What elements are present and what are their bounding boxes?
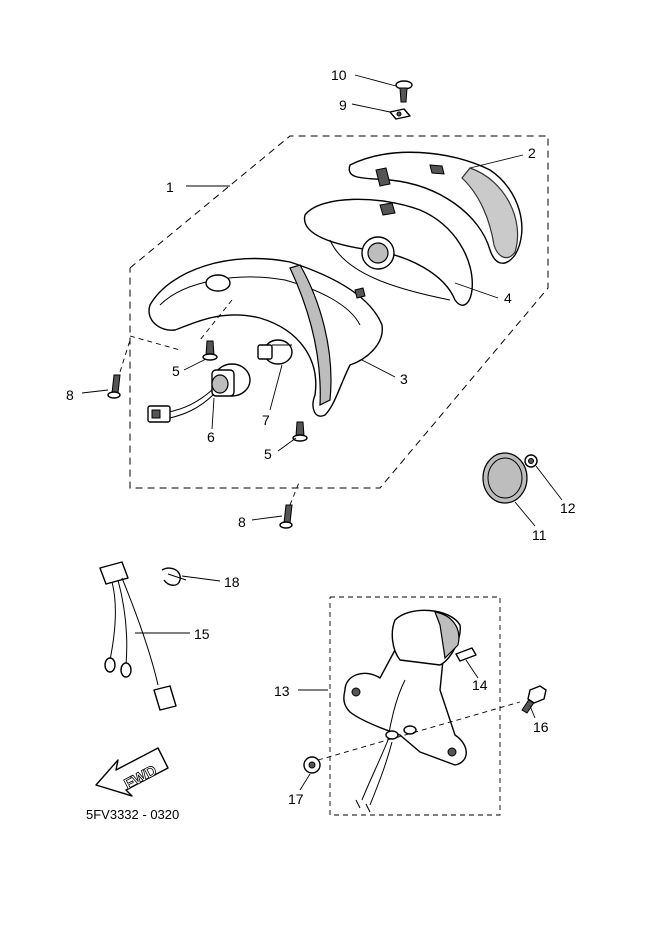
callout-4: 4 (504, 290, 512, 306)
callout-17: 17 (288, 791, 304, 807)
callout-10: 10 (331, 67, 347, 83)
part-3-body (148, 257, 383, 417)
callout-11: 11 (532, 527, 547, 543)
callout-8-bottom: 8 (238, 514, 246, 530)
screw-10 (395, 80, 413, 103)
part-2-lens (348, 151, 523, 264)
callout-6: 6 (207, 429, 215, 445)
callout-1: 1 (166, 179, 174, 195)
part-6-socket (147, 363, 251, 423)
callout-12: 12 (560, 500, 576, 516)
callout-2: 2 (528, 145, 536, 161)
callout-5-upper: 5 (172, 363, 180, 379)
nut-12 (524, 454, 538, 468)
callout-15: 15 (194, 626, 210, 642)
screw-8-bottom (279, 504, 293, 529)
callout-5-lower: 5 (264, 446, 272, 462)
callout-8-left: 8 (66, 387, 74, 403)
part-4-housing (303, 198, 473, 306)
leader-lines (81, 74, 563, 791)
fwd-arrow-icon: FWD (95, 747, 169, 797)
part-17-nut (303, 756, 321, 774)
part-14-clip (455, 647, 477, 662)
part-16-bolt (521, 685, 547, 714)
assembly-boundary-1 (129, 135, 549, 489)
part-15-harness (99, 561, 177, 711)
assembly-boundary-13 (329, 596, 501, 816)
callout-9: 9 (339, 97, 347, 113)
part-13-bracket (343, 609, 467, 813)
part-11-reflector (482, 452, 528, 504)
callout-3: 3 (400, 371, 408, 387)
screw-8-left (107, 374, 121, 399)
nut-9 (389, 108, 411, 120)
screw-5-lower (292, 421, 308, 442)
callout-7: 7 (262, 412, 270, 428)
part-18-clip (161, 567, 187, 586)
callout-16: 16 (533, 719, 549, 735)
callout-18: 18 (224, 574, 240, 590)
callout-labels: 1 2 3 4 5 5 6 7 8 8 9 10 11 12 13 14 15 … (66, 67, 576, 807)
part-7-bulb (257, 339, 293, 365)
screw-5-upper (202, 340, 218, 361)
callout-13: 13 (274, 683, 290, 699)
diagram-code: 5FV3332 - 0320 (86, 807, 179, 822)
callout-14: 14 (472, 677, 488, 693)
